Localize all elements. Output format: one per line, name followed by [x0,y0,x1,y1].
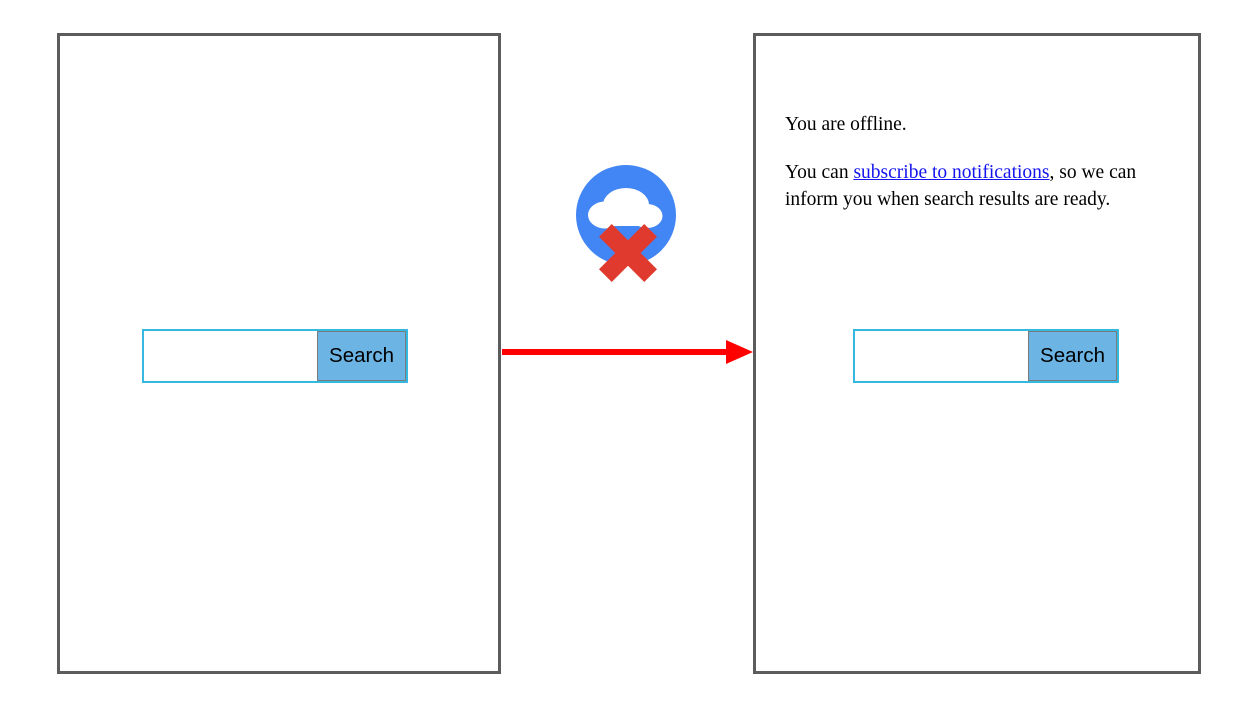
search-bar-after[interactable]: Search [853,329,1119,383]
offline-status-line: You are offline. [785,114,907,135]
phone-panel-after: You are offline. You can subscribe to no… [753,33,1201,674]
offline-subscribe-line: You can subscribe to notifications, so w… [785,159,1177,214]
offline-message: You are offline. You can subscribe to no… [785,111,1177,214]
phone-panel-before: Search [57,33,501,674]
subscribe-line-prefix: You can [785,161,854,183]
transition-arrow [502,340,753,364]
offline-cloud-icon [576,165,676,282]
search-input-before[interactable] [144,331,317,381]
search-bar-before[interactable]: Search [142,329,408,383]
search-button-before[interactable]: Search [317,331,406,381]
subscribe-line-suffix: , so we can inform you when search resul… [785,161,1137,211]
search-input-after[interactable] [855,331,1028,381]
search-button-after[interactable]: Search [1028,331,1117,381]
subscribe-to-notifications-link[interactable]: subscribe to notifications [853,161,1050,183]
